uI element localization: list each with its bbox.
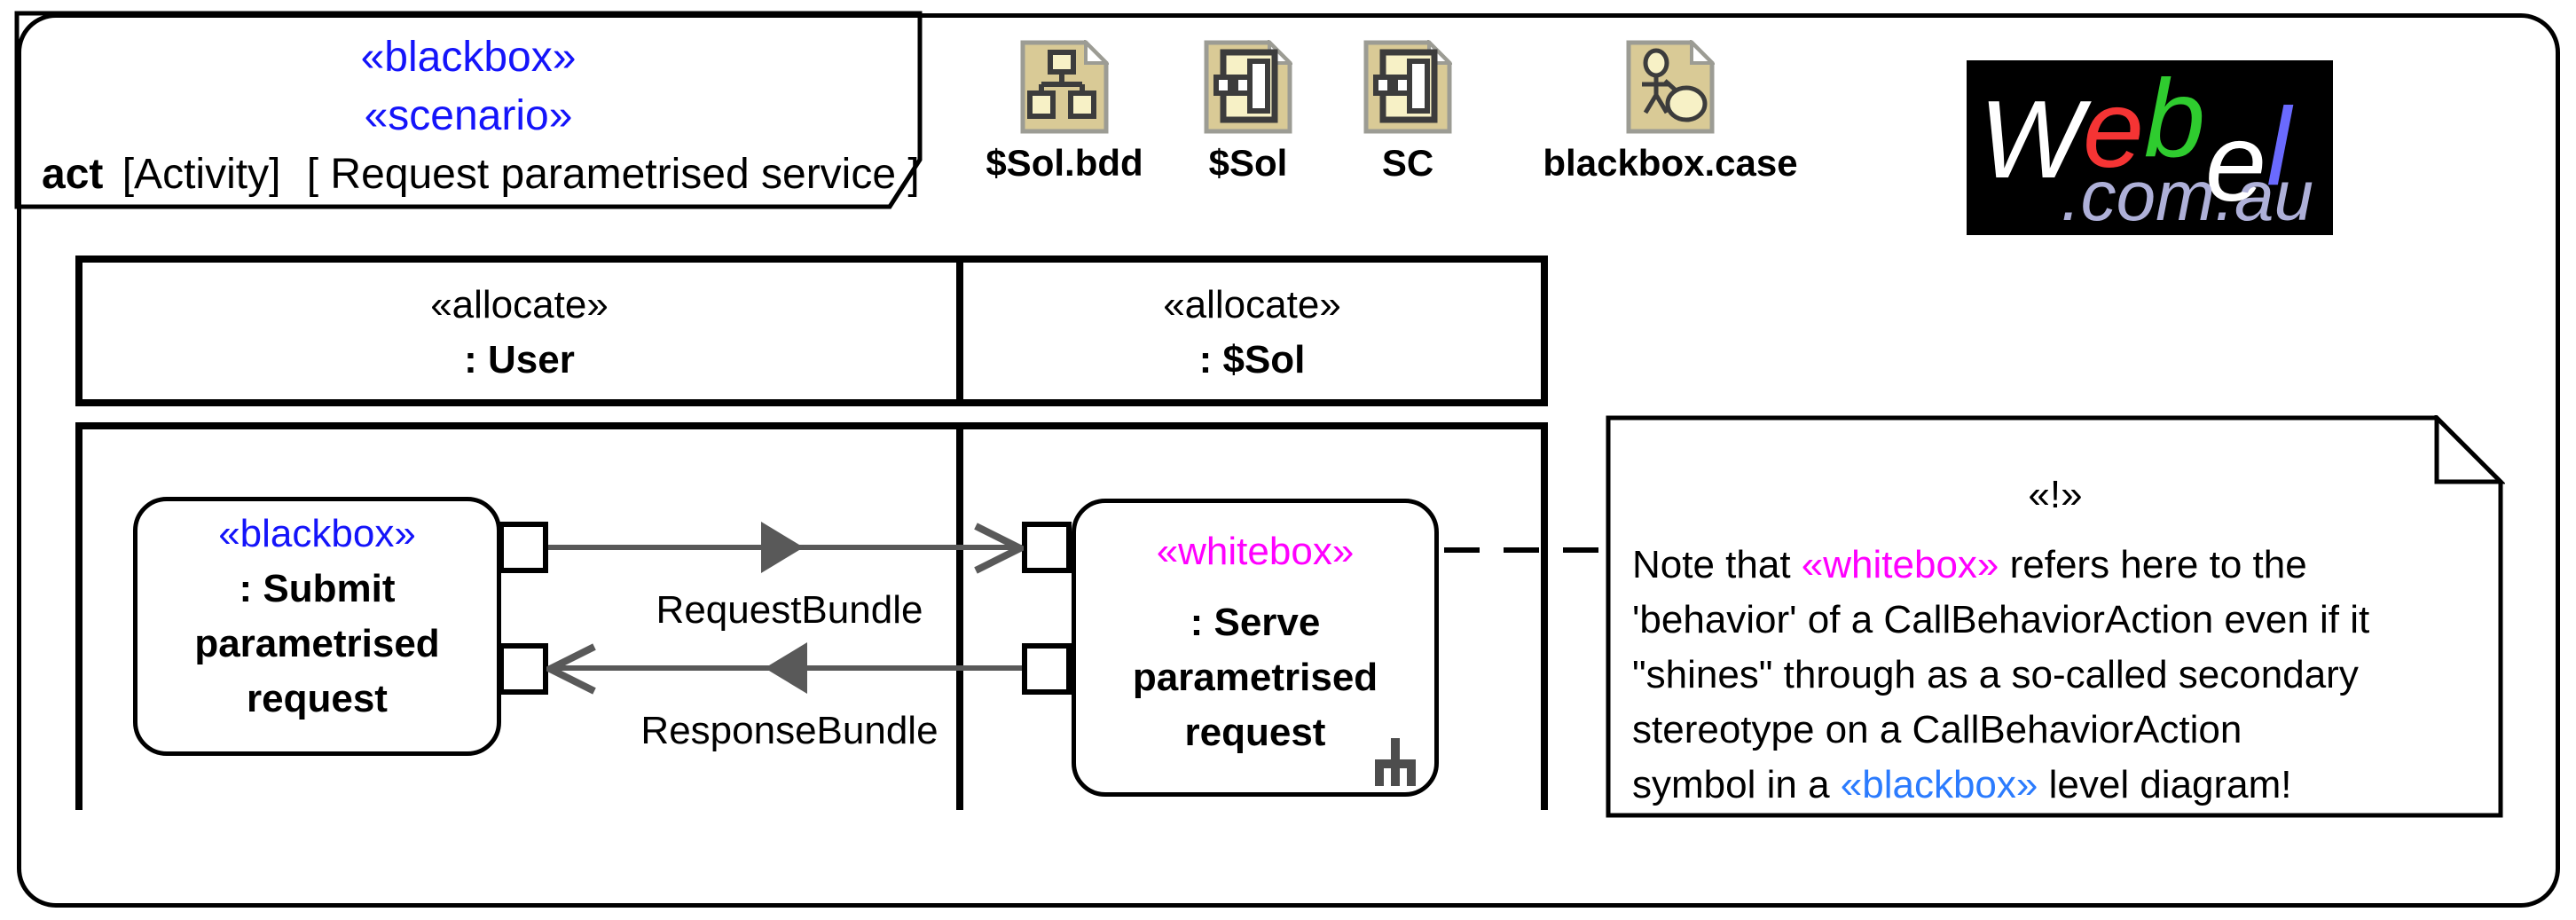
lane-name-label: : $Sol bbox=[1198, 338, 1306, 381]
note-text-line: stereotype on a CallBehaviorAction bbox=[1632, 703, 2242, 758]
frame-stereotype-blackbox: «blackbox» bbox=[17, 32, 920, 83]
note-anchor-dashed-line bbox=[1444, 547, 1607, 553]
action-submit-name-line: : Submit bbox=[133, 566, 501, 613]
action-serve-name-line: parametrised bbox=[1072, 655, 1439, 702]
lane-name-label: : User bbox=[464, 338, 575, 381]
swimlane-right-line bbox=[1541, 422, 1548, 810]
stereotype-label: «!» bbox=[2028, 473, 2083, 516]
action-name-label: parametrised bbox=[1132, 656, 1378, 699]
swimlane-header-bottom-line bbox=[75, 399, 1548, 406]
note-text-line: 'behavior' of a CallBehaviorAction even … bbox=[1632, 593, 2369, 648]
lane-user-name: : User bbox=[82, 337, 956, 384]
note-text: Note that bbox=[1632, 543, 1802, 586]
action-serve-parametrised-request bbox=[1072, 499, 1439, 797]
lane-sol-name: : $Sol bbox=[963, 337, 1541, 384]
logo-letter: l bbox=[2266, 86, 2291, 208]
ibd-diagram-file-icon[interactable] bbox=[1363, 40, 1452, 134]
note-stereotype: «!» bbox=[1606, 472, 2505, 519]
stereotype-label: «scenario» bbox=[364, 92, 573, 139]
flow-label-requestbundle: RequestBundle bbox=[568, 587, 1011, 634]
action-submit-name-line: request bbox=[133, 676, 501, 723]
diagram-name-label: [ Request parametrised service ] bbox=[306, 151, 920, 198]
lane-sol-stereotype: «allocate» bbox=[963, 282, 1541, 329]
diagram-type-label: [Activity] bbox=[122, 151, 281, 198]
frame-heading: act [Activity] [ Request parametrised se… bbox=[42, 149, 920, 201]
note-whitebox-label: «whitebox» bbox=[1801, 543, 1999, 586]
bdd-diagram-file-icon[interactable] bbox=[1020, 40, 1109, 134]
file-label[interactable]: $Sol bbox=[1208, 142, 1288, 184]
diagram-kind-label: act bbox=[42, 151, 104, 198]
input-pin-request bbox=[1022, 522, 1072, 573]
input-pin-response bbox=[499, 643, 548, 695]
action-name-label: request bbox=[1184, 711, 1326, 754]
flow-label: ResponseBundle bbox=[640, 709, 939, 752]
swimlane-body-top-line bbox=[75, 422, 1548, 429]
logo-letter: W bbox=[1979, 79, 2084, 201]
output-pin-request bbox=[499, 522, 548, 573]
swimlane-header-left-line bbox=[75, 256, 82, 406]
rake-icon bbox=[1375, 738, 1416, 786]
use-case-diagram-file-icon[interactable] bbox=[1626, 40, 1715, 134]
note-text: 'behavior' of a CallBehaviorAction even … bbox=[1632, 598, 2370, 641]
file-label[interactable]: blackbox.case bbox=[1543, 142, 1798, 184]
note-text-line: Note that «whitebox» refers here to the bbox=[1632, 538, 2307, 593]
action-name-label: parametrised bbox=[194, 622, 440, 665]
note-text: "shines" through as a so-called secondar… bbox=[1632, 653, 2359, 696]
webel-logo[interactable]: W e b e l .com.au bbox=[1967, 60, 2333, 235]
logo-domain-label: .com.au bbox=[2061, 156, 2313, 235]
frame-stereotype-scenario: «scenario» bbox=[17, 90, 920, 142]
action-submit-stereotype: «blackbox» bbox=[133, 511, 501, 558]
stereotype-label: «whitebox» bbox=[1156, 530, 1355, 573]
logo-letter: b bbox=[2144, 60, 2205, 180]
swimlane-header-divider-line bbox=[956, 256, 963, 406]
note-text: stereotype on a CallBehaviorAction bbox=[1632, 708, 2242, 751]
note-fold-icon bbox=[2434, 415, 2505, 484]
file-label[interactable]: $Sol.bdd bbox=[986, 142, 1143, 184]
logo-letter: e bbox=[2083, 68, 2145, 191]
ibd-diagram-file-icon[interactable] bbox=[1204, 40, 1292, 134]
action-submit-parametrised-request bbox=[133, 497, 501, 756]
note-text: refers here to the bbox=[1999, 543, 2307, 586]
flow-label-responsebundle: ResponseBundle bbox=[568, 708, 1011, 755]
note-text-line: "shines" through as a so-called secondar… bbox=[1632, 648, 2359, 703]
action-serve-name-line: : Serve bbox=[1072, 600, 1439, 647]
action-name-label: request bbox=[247, 677, 388, 720]
swimlane-left-line bbox=[75, 422, 82, 810]
action-name-label: : Submit bbox=[239, 567, 396, 610]
stereotype-label: «blackbox» bbox=[218, 512, 416, 555]
output-pin-response bbox=[1022, 643, 1072, 695]
logo-letter: e bbox=[2204, 102, 2266, 224]
flow-arrowhead-solid-right-icon bbox=[761, 522, 804, 573]
lane-user-stereotype: «allocate» bbox=[82, 282, 956, 329]
action-serve-stereotype: «whitebox» bbox=[1072, 529, 1439, 576]
note-blackbox-label: «blackbox» bbox=[1840, 763, 2038, 806]
action-submit-name-line: parametrised bbox=[133, 621, 501, 668]
swimlane-header-top-line bbox=[75, 256, 1548, 263]
action-name-label: : Serve bbox=[1190, 601, 1321, 644]
flow-arrowhead-open-right-icon bbox=[974, 523, 1024, 574]
flow-label: RequestBundle bbox=[656, 588, 923, 632]
comment-note bbox=[1606, 415, 2505, 818]
note-text-line: symbol in a «blackbox» level diagram! bbox=[1632, 758, 2292, 813]
stereotype-label: «blackbox» bbox=[360, 34, 577, 81]
diagram-frame-border bbox=[17, 13, 2560, 908]
action-serve-name-line: request bbox=[1072, 710, 1439, 757]
note-text: level diagram! bbox=[2038, 763, 2292, 806]
stereotype-label: «allocate» bbox=[1163, 283, 1341, 326]
swimlane-divider-line bbox=[956, 422, 963, 810]
webel-logo-word: W e b e l bbox=[1979, 60, 2291, 218]
flow-arrowhead-open-left-icon bbox=[546, 643, 596, 695]
flow-arrowhead-solid-left-icon bbox=[765, 642, 807, 694]
swimlane-header-right-line bbox=[1541, 256, 1548, 406]
file-label[interactable]: SC bbox=[1381, 142, 1434, 184]
note-text: symbol in a bbox=[1632, 763, 1841, 806]
stereotype-label: «allocate» bbox=[430, 283, 609, 326]
